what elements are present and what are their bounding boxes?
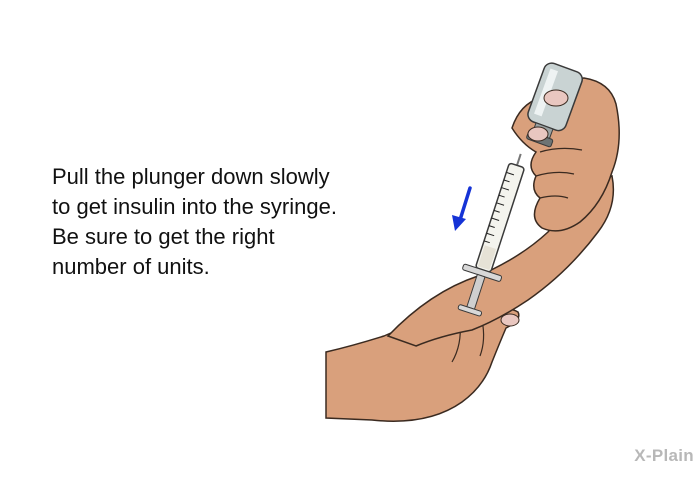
- x-plain-logo: X-Plain: [634, 446, 694, 465]
- arrow-down-icon: [452, 186, 472, 231]
- insulin-syringe: [457, 153, 525, 317]
- instruction-text: Pull the plunger down slowly to get insu…: [52, 164, 337, 279]
